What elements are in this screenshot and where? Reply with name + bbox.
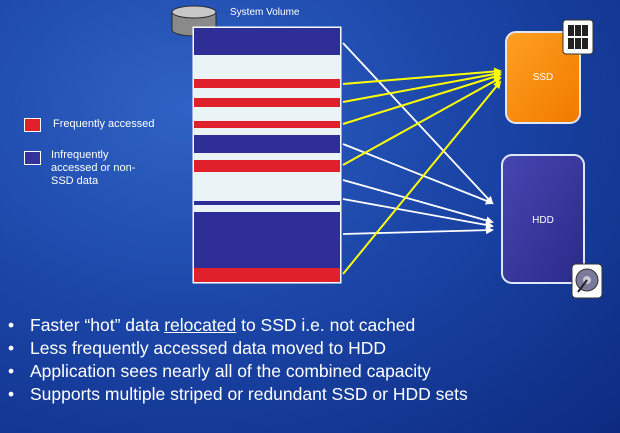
- volume-block-hot: [194, 268, 340, 282]
- bullet-item: •Application sees nearly all of the comb…: [8, 361, 431, 381]
- volume-block-hot: [194, 121, 340, 128]
- volume-label: System Volume: [230, 7, 300, 18]
- bullet-item: •Less frequently accessed data moved to …: [8, 338, 387, 358]
- legend-swatch-infrequent: [24, 151, 41, 165]
- arrow-to-hdd: [342, 143, 494, 205]
- bullet-dot-icon: •: [8, 338, 15, 358]
- arrow-to-ssd: [342, 80, 502, 275]
- arrow-to-ssd: [342, 72, 502, 125]
- volume-block-cold: [194, 28, 340, 55]
- system-volume: [192, 26, 342, 284]
- arrow-to-hdd: [342, 179, 494, 225]
- volume-block-cold: [194, 212, 340, 268]
- emphasis: relocated: [164, 315, 237, 335]
- volume-block-hot: [194, 98, 340, 107]
- bullet-dot-icon: •: [8, 361, 15, 381]
- bullet-list: •Faster “hot” data relocated to SSD i.e.…: [8, 314, 468, 406]
- bullet-dot-icon: •: [8, 384, 15, 404]
- arrow-to-hdd: [342, 198, 494, 229]
- volume-block-hot: [194, 160, 340, 172]
- legend-label-frequent: Frequently accessed: [53, 118, 155, 130]
- ssd-label: SSD: [533, 72, 554, 83]
- volume-block-hot: [194, 79, 340, 88]
- volume-block-cold: [194, 201, 340, 205]
- cold-data-arrows: [342, 42, 494, 235]
- arrow-to-ssd: [342, 77, 502, 166]
- disk-platter-icon: [571, 263, 603, 299]
- bullet-item: •Supports multiple striped or redundant …: [8, 384, 468, 404]
- arrow-to-ssd: [342, 70, 502, 103]
- bullet-item: •Faster “hot” data relocated to SSD i.e.…: [8, 315, 416, 335]
- volume-block-cold: [194, 135, 340, 153]
- legend-swatch-frequent: [24, 118, 41, 132]
- arrow-to-ssd: [342, 67, 502, 85]
- hdd-drive: HDD: [501, 154, 585, 284]
- memory-chip-icon: [562, 19, 594, 55]
- ssd-drive: SSD: [505, 31, 581, 124]
- tiering-diagram: System Volume SSD: [171, 5, 603, 299]
- arrow-to-hdd: [342, 226, 494, 235]
- bullet-dot-icon: •: [8, 315, 15, 335]
- hdd-label: HDD: [532, 215, 554, 226]
- legend-label-infrequent: Infrequently accessed or non-SSD data: [51, 149, 136, 187]
- hot-data-arrows: [342, 67, 502, 275]
- database-icon: [171, 5, 217, 37]
